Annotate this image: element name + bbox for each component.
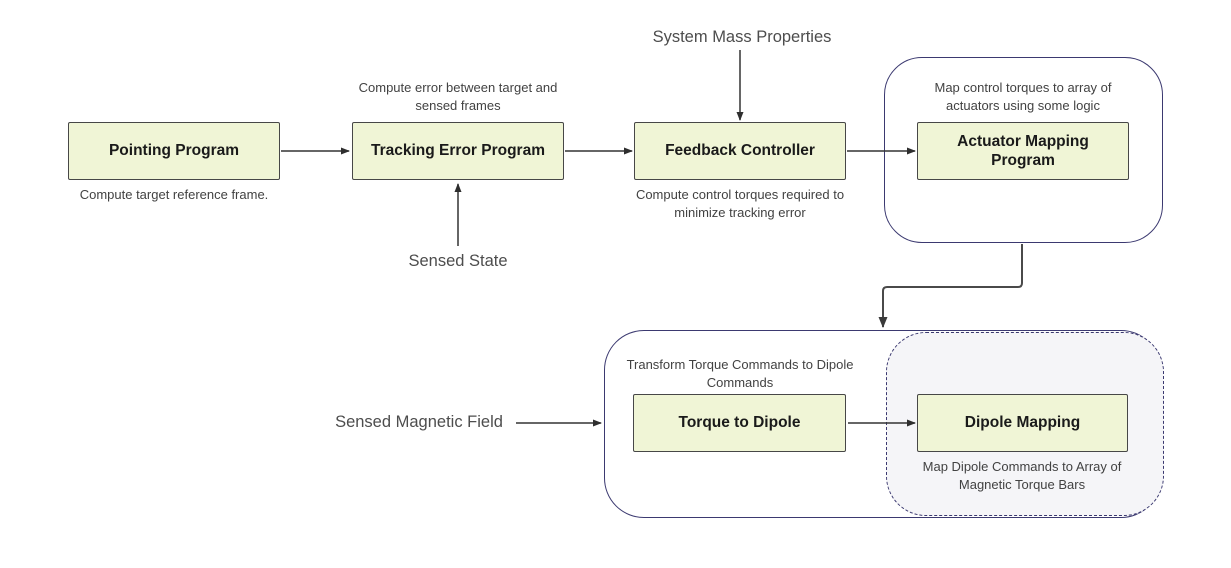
- node-pointing-program-title: Pointing Program: [108, 142, 240, 160]
- caption-torque-to-dipole: Transform Torque Commands to Dipole Comm…: [626, 357, 854, 390]
- node-pointing-program: Pointing Program: [68, 122, 280, 180]
- node-torque-to-dipole: Torque to Dipole: [633, 394, 846, 452]
- caption-pointing-program: Compute target reference frame.: [79, 187, 269, 202]
- node-feedback-controller: Feedback Controller: [634, 122, 846, 180]
- label-sensed-state: Sensed State: [408, 252, 508, 270]
- caption-tracking-error-program: Compute error between target and sensed …: [358, 80, 558, 113]
- node-tracking-error-program-title: Tracking Error Program: [370, 142, 545, 160]
- node-dipole-mapping: Dipole Mapping: [917, 394, 1128, 452]
- node-dipole-mapping-title: Dipole Mapping: [964, 414, 1081, 432]
- caption-feedback-controller: Compute control torques required to mini…: [635, 187, 845, 220]
- label-sensed-magnetic-field: Sensed Magnetic Field: [335, 413, 503, 431]
- caption-dipole-mapping: Map Dipole Commands to Array of Magnetic…: [922, 459, 1122, 492]
- node-feedback-controller-title: Feedback Controller: [665, 142, 815, 160]
- node-actuator-mapping-program-title: Actuator Mapping Program: [957, 132, 1089, 169]
- node-tracking-error-program: Tracking Error Program: [352, 122, 564, 180]
- node-actuator-mapping-program: Actuator Mapping Program: [917, 122, 1129, 180]
- arrow-actuator-container-to-magnetic-container: [878, 244, 1023, 328]
- caption-actuator-mapping-program: Map control torques to array of actuator…: [934, 80, 1112, 113]
- label-system-mass-properties: System Mass Properties: [652, 28, 832, 46]
- node-torque-to-dipole-title: Torque to Dipole: [678, 414, 801, 432]
